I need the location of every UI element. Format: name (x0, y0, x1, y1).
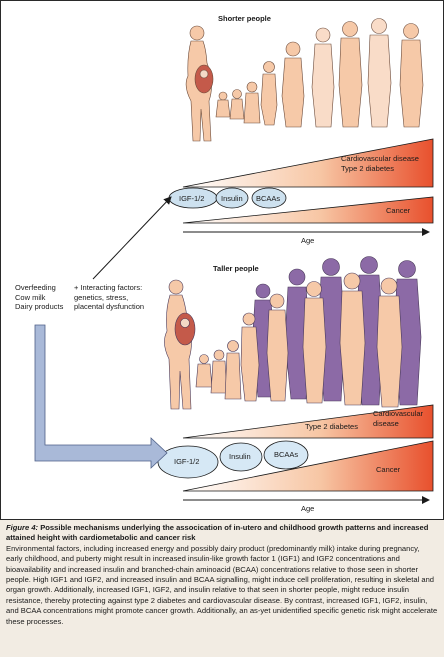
children-adults-figures-bottom (195, 272, 403, 408)
figure-graphic (34, 18, 434, 504)
panel-title-taller: Taller people (213, 264, 259, 273)
cardiometabolic-wedge-top (182, 138, 434, 188)
oval-bcaas-top (251, 187, 287, 209)
wedge-label-diabetes-bottom: Type 2 diabetes (305, 422, 358, 431)
oval-label-insulin-bottom: Insulin (229, 452, 251, 461)
wedge-label-cancer-bottom: Cancer (376, 465, 401, 474)
arrow-to-taller (34, 324, 168, 469)
caption-figure-label: Figure 4: (6, 523, 39, 532)
interacting-factors-text: + Interacting factors: genetics, stress,… (74, 283, 145, 311)
oval-label-insulin-top: Insulin (221, 194, 243, 203)
cardiometabolic-wedge-bottom (182, 404, 434, 439)
panel-title-shorter: Shorter people (218, 14, 271, 23)
wedge-label-cardiometabolic-top: Cardiovascular disease Type 2 diabetes (341, 154, 419, 173)
pregnant-woman-figure-bottom (164, 279, 196, 410)
oval-label-igf-bottom: IGF-1/2 (174, 457, 200, 466)
wedge-label-cancer-top: Cancer (386, 206, 411, 215)
exposures-text: Overfeeding Cow milk Dairy products (15, 283, 64, 311)
oval-insulin-bottom (219, 442, 263, 472)
caption-title-text: Possible mechanisms underlying the assoc… (6, 523, 429, 543)
axis-label-age-bottom: Age (301, 504, 315, 513)
shorter-people-figures (185, 18, 424, 142)
caption-title: Figure 4: Possible mechanisms underlying… (6, 523, 438, 544)
oval-igf-bottom (157, 445, 219, 479)
wedge-label-cardiometabolic-bottom: Cardiovascular disease (373, 409, 424, 428)
oval-label-igf-top: IGF-1/2 (179, 194, 205, 203)
cancer-wedge-top (182, 196, 434, 224)
children-adults-figures-top (260, 18, 424, 128)
cancer-wedge-bottom (182, 440, 434, 492)
figure-caption: Figure 4: Possible mechanisms underlying… (0, 520, 444, 657)
oval-insulin-top (215, 187, 249, 209)
axis-label-age-top: Age (301, 236, 315, 245)
pregnant-woman-figure-top (185, 25, 214, 142)
oval-label-bcaas-bottom: BCAAs (274, 450, 299, 459)
caption-body: Environmental factors, including increas… (6, 543, 438, 626)
arrow-to-shorter (92, 196, 172, 280)
oval-label-bcaas-top: BCAAs (256, 194, 281, 203)
figure-panel: Shorter people Cardiovascular disease Ty… (0, 0, 444, 520)
taller-people-figures (164, 256, 422, 410)
oval-bcaas-bottom (263, 440, 309, 470)
infant-figures-top (215, 81, 261, 124)
